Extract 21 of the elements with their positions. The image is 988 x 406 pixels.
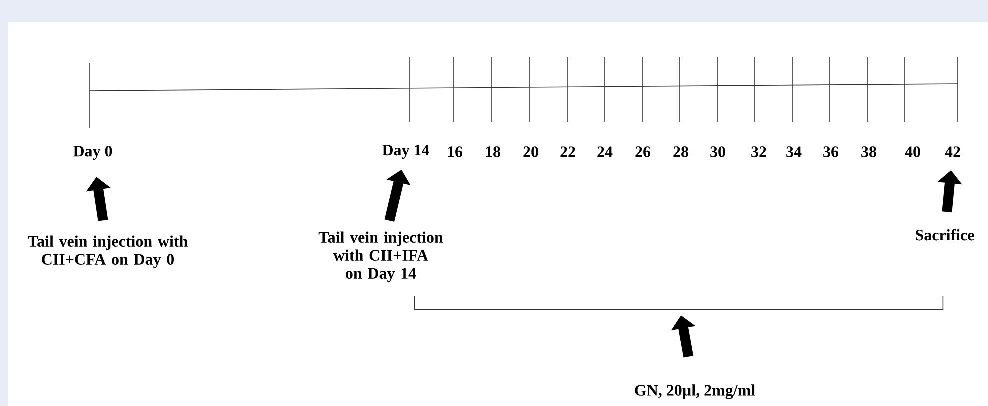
tick-label: 26: [636, 146, 651, 158]
tick-label: 32: [752, 146, 766, 158]
event-label: 42: [945, 146, 960, 158]
tick-label: 28: [674, 146, 688, 158]
tick-label: 40: [905, 146, 920, 158]
event-label: Day 14: [382, 145, 430, 159]
tick-label: 30: [710, 146, 726, 158]
event-label: Sacrifice: [916, 229, 974, 241]
event-label: GN, 20µl, 2mg/ml: [635, 384, 756, 400]
tick-label: 16: [448, 146, 463, 158]
event-label: Day 0: [74, 146, 112, 160]
tick-label: 36: [824, 146, 839, 158]
tick-label: 38: [862, 146, 876, 158]
event-label: Tail vein injection with CII+IFA on Day 14: [318, 232, 444, 282]
tick-label: 24: [598, 146, 613, 158]
tick-label: 20: [524, 146, 538, 158]
tick-label: 34: [786, 146, 802, 158]
tick-label: 22: [560, 146, 576, 158]
tick-label: 18: [486, 146, 500, 158]
bracket: [414, 296, 944, 310]
event-label: Tail vein injection with CII+CFA on Day 0: [28, 236, 188, 268]
